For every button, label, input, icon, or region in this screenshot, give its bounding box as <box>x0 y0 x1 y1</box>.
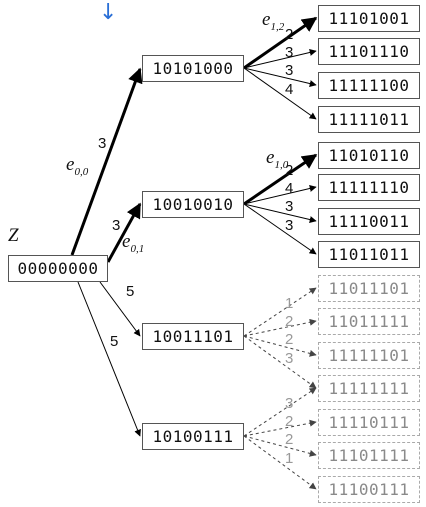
level2-node: 11011111 <box>318 308 420 335</box>
edge-l1-3-to-l2-15 <box>243 435 317 490</box>
edge-label-sub: 1,2 <box>270 20 285 33</box>
edge-label-sub: 1,0 <box>274 158 289 171</box>
edge-l1-3-to-l2-13 <box>243 419 317 437</box>
level1-node: 10010010 <box>142 191 244 218</box>
edge-root-to-l1-1 <box>106 202 142 263</box>
edge-label-base: e <box>262 9 271 30</box>
level2-node: 11111101 <box>318 342 420 369</box>
level2-node: 11011101 <box>318 275 420 302</box>
level2-node: 11111110 <box>318 174 420 201</box>
level2-node: 11101001 <box>318 5 420 32</box>
edge-root-to-l1-2 <box>99 281 141 337</box>
edge-l1-2-to-l2-9 <box>243 318 317 337</box>
edge-label-e12: e1,2 <box>262 10 284 33</box>
edge-l1-3-to-l2-14 <box>243 435 317 457</box>
edge-weight: 5 <box>110 333 119 350</box>
edge-weight: 3 <box>285 350 294 367</box>
edge-weight: 4 <box>285 81 294 98</box>
edge-label-e01: e0,1 <box>122 232 144 255</box>
edge-l1-1-to-l2-4 <box>243 153 318 206</box>
level1-node: 10011101 <box>142 323 244 350</box>
arrow-down-icon: ↓ <box>99 0 118 25</box>
edge-l1-0-to-l2-2 <box>243 67 317 87</box>
edge-l1-0-to-l2-0 <box>243 16 318 70</box>
edge-l1-1-to-l2-5 <box>243 185 317 205</box>
edge-label-e10: e1,0 <box>266 148 288 171</box>
edge-label-e00: e0,0 <box>66 155 88 178</box>
edge-weight: 3 <box>112 217 121 234</box>
edge-weight: 2 <box>285 331 294 348</box>
level2-node: 11110111 <box>318 409 420 436</box>
edge-l1-0-to-l2-1 <box>243 49 317 69</box>
level1-node: 10100111 <box>142 423 244 450</box>
edge-label-sub: 0,0 <box>74 165 89 178</box>
edge-weight: 3 <box>98 135 107 152</box>
edge-weight: 3 <box>285 44 294 61</box>
edge-weight: 2 <box>285 26 294 43</box>
edge-label-base: e <box>122 231 131 252</box>
edge-l1-2-to-l2-10 <box>243 335 317 357</box>
edge-weight: 2 <box>285 313 294 330</box>
edge-l1-3-to-l2-12 <box>243 387 317 437</box>
root-node: 00000000 <box>8 255 108 282</box>
edge-weight: 3 <box>285 217 294 234</box>
level2-node: 11111011 <box>318 106 420 133</box>
edge-l1-0-to-l2-3 <box>243 67 317 120</box>
edge-l1-2-to-l2-11 <box>243 335 317 389</box>
level1-node: 10101000 <box>142 55 244 82</box>
edge-root-to-l1-3 <box>77 281 141 437</box>
edge-weight: 1 <box>285 295 294 312</box>
edge-l1-1-to-l2-6 <box>243 203 317 223</box>
edge-root-to-l1-0 <box>70 67 143 256</box>
edge-weight: 2 <box>285 413 294 430</box>
edge-label-sub: 0,1 <box>130 242 145 255</box>
edge-weight: 4 <box>285 180 294 197</box>
level2-node: 11100111 <box>318 476 420 503</box>
root-label: Z <box>8 225 19 246</box>
level2-node: 11011011 <box>318 241 420 268</box>
edge-weight: 3 <box>285 198 294 215</box>
level2-node: 11111100 <box>318 72 420 99</box>
edge-label-base: e <box>266 147 275 168</box>
edge-l1-2-to-l2-8 <box>243 287 317 337</box>
edge-weight: 3 <box>285 62 294 79</box>
level2-node: 11101110 <box>318 38 420 65</box>
level2-node: 11010110 <box>318 142 420 169</box>
edge-weight: 5 <box>126 283 135 300</box>
edge-weight: 1 <box>285 450 294 467</box>
level2-node: 11110011 <box>318 208 420 235</box>
edge-weight: 2 <box>285 162 294 179</box>
level2-node: 11101111 <box>318 442 420 469</box>
edge-label-base: e <box>66 154 75 175</box>
edge-l1-1-to-l2-7 <box>243 203 317 255</box>
edge-weight: 2 <box>285 431 294 448</box>
edge-weight: 3 <box>285 395 294 412</box>
level2-node: 11111111 <box>318 375 420 402</box>
